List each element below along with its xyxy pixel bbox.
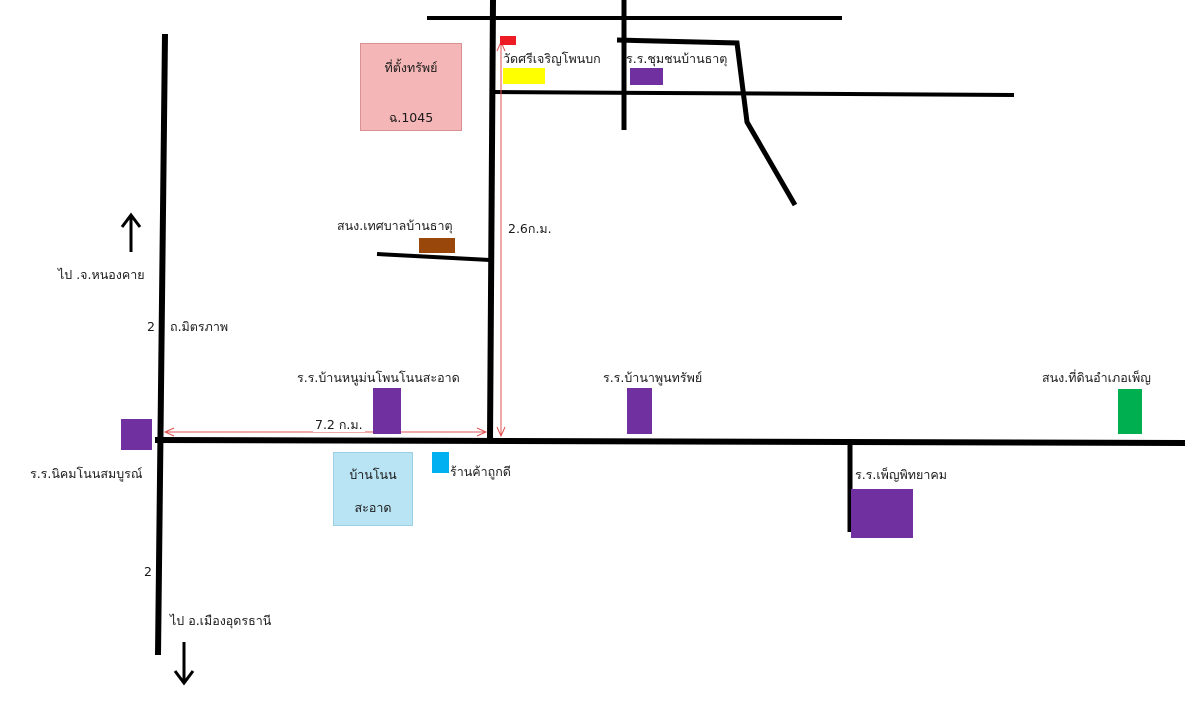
shop-label: ร้านค้าถูกดี: [450, 464, 511, 479]
property-marker: [500, 36, 516, 45]
distance-vertical-label: 2.6ก.ม.: [508, 221, 552, 236]
school-phen-marker: [851, 489, 913, 538]
arrow-north-icon: [120, 212, 142, 252]
school-nongmun-label: ร.ร.บ้านหนูม่นโพนโนนสะอาด: [297, 370, 460, 385]
municipal-office-label: สนง.เทศบาลบ้านธาตุ: [337, 218, 453, 233]
temple-label: วัดศรีเจริญโพนบก: [503, 51, 601, 66]
school-naphun-label: ร.ร.บ้านาพูนทรัพย์: [603, 370, 703, 385]
municipal-office-marker: [419, 238, 455, 253]
highway-number-bottom: 2: [144, 564, 152, 579]
top-road-2: [492, 90, 1015, 97]
land-office-marker: [1118, 389, 1142, 434]
distance-vertical: [496, 40, 506, 438]
temple-marker: [503, 68, 545, 84]
school-naphun-marker: [627, 388, 652, 434]
to-nongkhai-label: ไป .จ.หนองคาย: [58, 267, 145, 282]
highway-2-road: [155, 33, 168, 656]
winding-road: [616, 37, 798, 207]
roads: [154, 0, 1186, 656]
property-title: ที่ตั้งทรัพย์: [384, 60, 438, 75]
school-nikhom-label: ร.ร.นิคมโนนสมบูรณ์: [30, 466, 143, 481]
shop-marker: [432, 452, 449, 473]
village-box: บ้านโนน สะอาด: [333, 452, 413, 526]
school-nongmun-marker: [373, 388, 401, 434]
mittraphap-road-label: ถ.มิตรภาพ: [170, 319, 229, 334]
land-office-label: สนง.ที่ดินอำเภอเพ็ญ: [1042, 370, 1151, 385]
to-udon-label: ไป อ.เมืองอุดรธานี: [170, 613, 272, 628]
village-line1: บ้านโนน: [349, 467, 397, 482]
school-chumchon-label: ร.ร.ชุมชนบ้านธาตุ: [626, 51, 728, 66]
distance-horizontal-label: 7.2 ก.ม.: [313, 417, 365, 432]
school-chumchon-marker: [630, 68, 663, 85]
main-east-road: [154, 437, 1186, 446]
arrow-south-icon: [173, 642, 195, 686]
highway-number-top: 2: [147, 319, 155, 334]
distance-horizontal: [163, 427, 488, 437]
property-box: ที่ตั้งทรัพย์ ฉ.1045: [360, 43, 462, 131]
main-north-road: [487, 0, 496, 441]
property-code: ฉ.1045: [388, 110, 434, 125]
municipal-road: [376, 252, 491, 262]
village-line2: สะอาด: [354, 500, 392, 515]
school-nikhom-marker: [121, 419, 152, 450]
school-phen-label: ร.ร.เพ็ญพิทยาคม: [855, 467, 947, 482]
